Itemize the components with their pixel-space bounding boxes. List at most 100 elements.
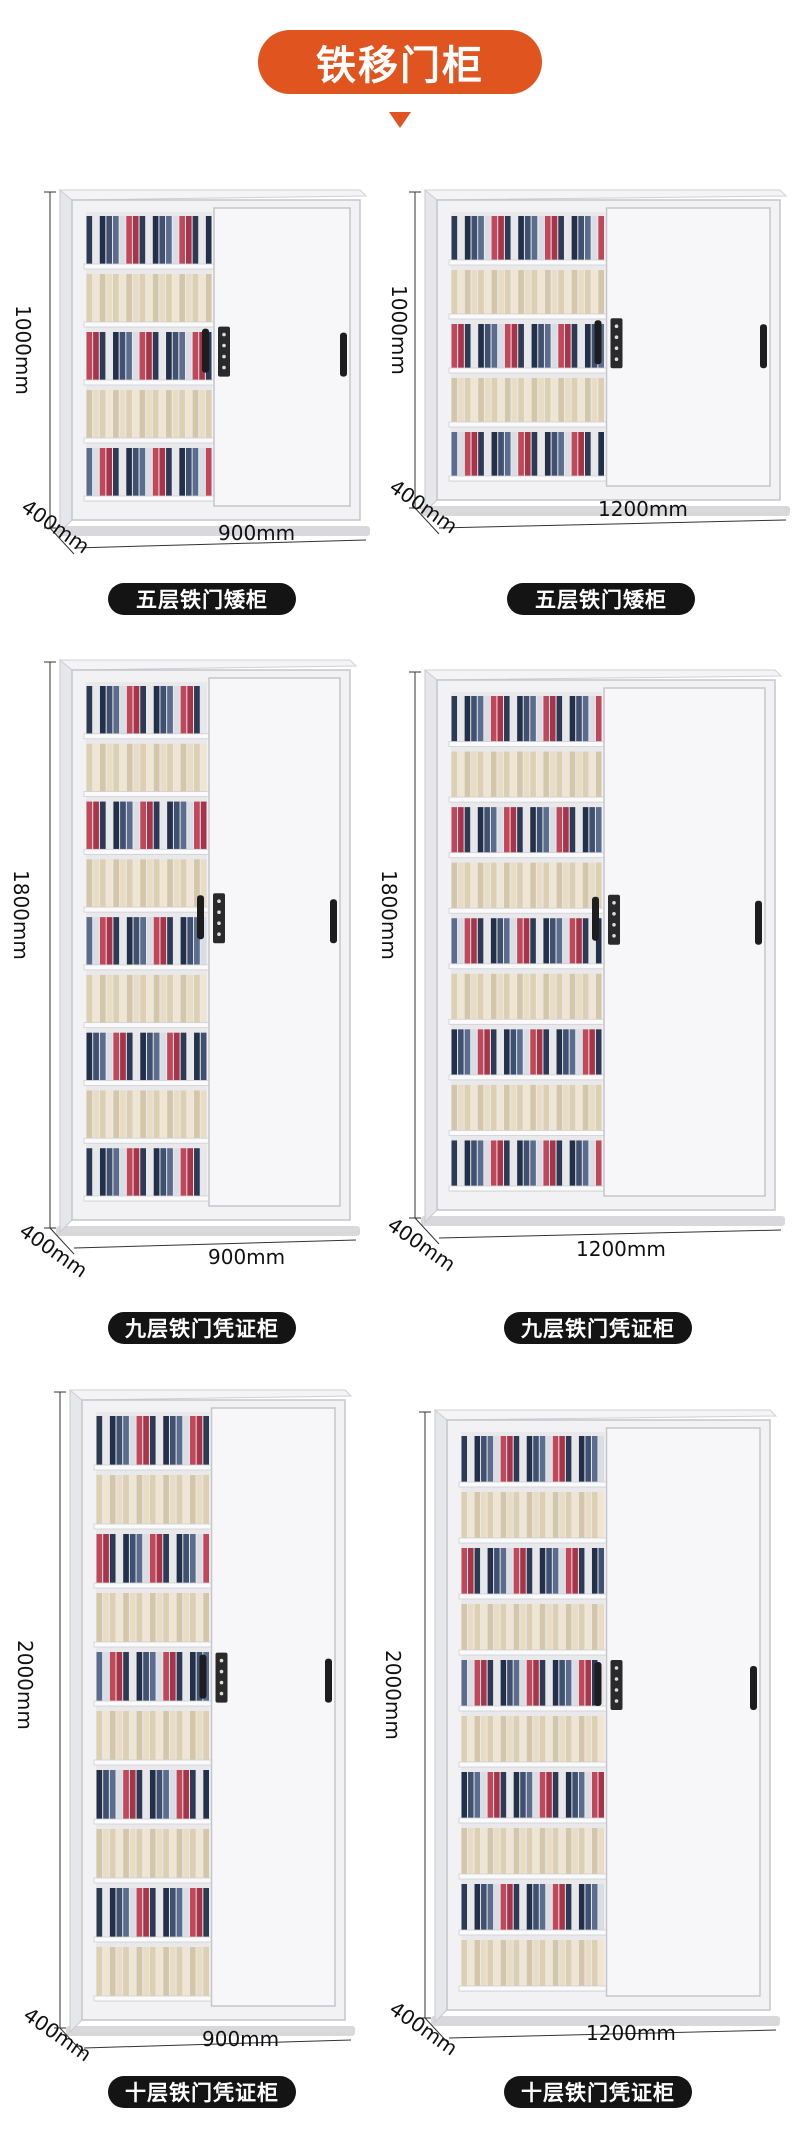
binder: [559, 1436, 565, 1482]
binder: [578, 1548, 585, 1594]
binder: [591, 216, 598, 260]
file-box: [169, 1711, 176, 1760]
binder: [490, 807, 497, 853]
binder: [458, 1140, 464, 1186]
binder: [132, 332, 139, 380]
file-box: [123, 1947, 129, 1996]
door-handle-icon: [199, 1654, 207, 1699]
binder: [546, 1884, 552, 1930]
file-box: [160, 743, 167, 792]
binder: [185, 448, 192, 496]
binder: [471, 216, 478, 260]
binder: [146, 448, 152, 496]
binder: [86, 1032, 93, 1081]
binder: [471, 918, 477, 964]
file-box: [93, 974, 99, 1023]
binder: [113, 801, 120, 850]
binder: [563, 1140, 569, 1186]
file-box: [500, 1716, 507, 1762]
lock-button: [614, 357, 619, 362]
file-box: [589, 973, 595, 1020]
file-box: [507, 1492, 513, 1538]
binder: [458, 1029, 464, 1075]
file-box: [187, 859, 194, 908]
binder: [517, 696, 523, 742]
binder: [504, 216, 511, 260]
file-box: [99, 390, 106, 438]
binder: [556, 1140, 563, 1186]
binder: [103, 1888, 109, 1937]
file-box: [143, 1711, 149, 1760]
binder: [556, 807, 563, 853]
binder: [536, 918, 543, 964]
cabinet-base: [56, 1226, 360, 1236]
door-handle-icon: [592, 896, 599, 941]
file-box: [497, 1084, 504, 1131]
sliding-door: [208, 677, 341, 1207]
height-label-2: 1000mm: [387, 285, 411, 375]
binder: [160, 686, 167, 734]
file-box: [578, 1604, 585, 1650]
file-box: [569, 973, 576, 1020]
combination-lock-icon: [215, 1652, 228, 1703]
binder: [598, 1772, 604, 1818]
file-box: [147, 743, 153, 792]
door-handle-right-icon: [750, 1666, 757, 1710]
cabinet-interior: [86, 682, 207, 1202]
file-box: [552, 1492, 559, 1538]
binder: [477, 1140, 484, 1186]
binder: [199, 448, 205, 496]
file-box: [490, 751, 497, 798]
file-box: [187, 743, 194, 792]
binder: [183, 1770, 189, 1819]
file-box: [510, 1084, 517, 1131]
width-label-1: 900mm: [218, 521, 295, 545]
file-box: [549, 1084, 556, 1131]
file-box: [464, 270, 471, 314]
file-box: [93, 274, 99, 322]
file-box: [490, 973, 497, 1020]
binder: [552, 1884, 559, 1930]
file-box: [517, 973, 523, 1020]
file-box: [582, 973, 589, 1020]
file-box: [468, 1940, 474, 1986]
binder: [458, 324, 464, 368]
file-box: [180, 1090, 187, 1139]
file-box: [536, 862, 543, 909]
file-box: [464, 751, 471, 798]
binder: [546, 1436, 552, 1482]
file-box: [543, 1084, 549, 1131]
lock-button: [612, 923, 616, 927]
binder: [126, 1148, 133, 1196]
lock-button: [219, 1669, 224, 1674]
file-box: [576, 1084, 582, 1131]
file-box: [517, 751, 523, 798]
file-box: [464, 973, 471, 1020]
binder: [167, 1148, 173, 1196]
file-box: [176, 1711, 183, 1760]
binder: [194, 917, 200, 965]
binder: [518, 216, 524, 260]
binder: [500, 1548, 507, 1594]
file-box: [136, 1829, 143, 1878]
file-box: [113, 974, 120, 1023]
file-box: [140, 974, 146, 1023]
file-box: [149, 1593, 156, 1642]
file-box: [543, 973, 549, 1020]
binder: [507, 1772, 513, 1818]
binder: [183, 1652, 189, 1701]
binder: [173, 801, 180, 850]
file-box: [539, 1716, 546, 1762]
file-box: [189, 1711, 196, 1760]
binder: [598, 1548, 604, 1594]
file-box: [196, 1475, 203, 1524]
file-box: [551, 378, 558, 422]
file-box: [474, 1604, 481, 1650]
file-box: [539, 1492, 546, 1538]
lock-button: [612, 912, 616, 916]
width-label-3: 900mm: [208, 1245, 285, 1269]
file-box: [180, 859, 187, 908]
file-box: [565, 1940, 572, 1986]
binder: [106, 1148, 113, 1196]
binder: [196, 1416, 203, 1465]
